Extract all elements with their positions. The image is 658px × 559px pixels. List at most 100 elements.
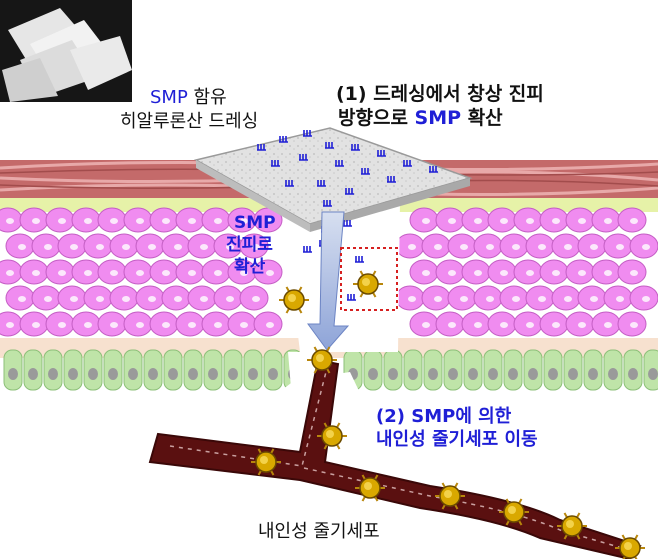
smp-molecule-icon (299, 154, 308, 161)
pink-cell (525, 233, 555, 259)
stem-cell-icon (307, 346, 337, 374)
pink-cell (45, 207, 75, 233)
pink-cell (83, 285, 113, 311)
pink-cell (487, 311, 517, 337)
pink-cell (175, 259, 205, 285)
dressing-label-line1: SMP 함유 (150, 87, 227, 109)
dressing-label-line2: 히알루론산 드레싱 (120, 111, 259, 132)
pink-cell (5, 285, 35, 311)
pink-cell (0, 311, 23, 337)
smp-molecule-icon (361, 168, 370, 175)
pink-cell (0, 259, 23, 285)
pink-cell (617, 207, 647, 233)
pink-cell (149, 259, 179, 285)
green-cell (523, 349, 543, 391)
pink-cell (71, 311, 101, 337)
pink-cell (629, 233, 658, 259)
pink-cell (395, 285, 425, 311)
pink-cell (603, 285, 633, 311)
epidermal-cells (0, 207, 658, 337)
pink-cell (123, 259, 153, 285)
pink-cell (461, 259, 491, 285)
green-cell (223, 349, 243, 391)
green-cell (383, 349, 403, 391)
green-cell (563, 349, 583, 391)
pink-cell (161, 285, 191, 311)
pink-cell (409, 311, 439, 337)
step2-label-abbr: SMP (411, 406, 456, 427)
diffusion-arrow-icon (307, 211, 350, 351)
pink-cell (525, 285, 555, 311)
pink-cell (239, 233, 269, 259)
smp-molecule-icon (343, 220, 352, 227)
highlight-box (340, 247, 398, 311)
pink-cell (591, 259, 621, 285)
step1-label-pre: 방향으로 (338, 107, 415, 129)
pink-cell (421, 285, 451, 311)
smp-molecules (257, 130, 438, 301)
pink-cell (97, 259, 127, 285)
pink-cell (187, 233, 217, 259)
green-cell (203, 349, 223, 391)
pink-cell (253, 311, 283, 337)
smp-molecule-icon (285, 180, 294, 187)
pink-cell (135, 285, 165, 311)
green-cell (423, 349, 443, 391)
pink-cell (461, 311, 491, 337)
green-cell (243, 349, 263, 391)
dressing-photo-icon (0, 0, 132, 102)
pink-cell (31, 233, 61, 259)
green-cell (603, 349, 623, 391)
pink-cell (97, 311, 127, 337)
smp-molecule-icon (387, 176, 396, 183)
stem-cell-icon (435, 482, 465, 510)
green-cell (643, 349, 658, 391)
green-cell (543, 349, 563, 391)
pink-cell (187, 285, 217, 311)
smp-molecule-icon (347, 294, 356, 301)
pink-cell (19, 311, 49, 337)
pink-cell (71, 259, 101, 285)
smp-molecule-icon (355, 256, 364, 263)
pink-cell (161, 233, 191, 259)
green-cell (623, 349, 643, 391)
smp-molecule-icon (303, 130, 312, 137)
pink-cell (109, 233, 139, 259)
pink-cell (19, 207, 49, 233)
stem-cell-icon (353, 270, 383, 298)
pink-cell (539, 207, 569, 233)
step2-label-line2: 내인성 줄기세포 이동 (376, 429, 538, 450)
pink-cell (473, 285, 503, 311)
smp-molecule-icon (335, 160, 344, 167)
pink-cell (253, 259, 283, 285)
green-cell (443, 349, 463, 391)
pink-cell (19, 259, 49, 285)
green-cell-row (3, 349, 658, 391)
green-cell (483, 349, 503, 391)
green-cell (123, 349, 143, 391)
pink-cell (435, 311, 465, 337)
diffusion-label-line1: SMP (234, 213, 276, 233)
green-cell (363, 349, 383, 391)
smp-molecule-icon (317, 180, 326, 187)
smp-molecule-icon (377, 150, 386, 157)
smp-molecule-icon (323, 200, 332, 207)
smp-molecule-icon (403, 160, 412, 167)
smp-molecule-icon (279, 136, 288, 143)
green-cell (403, 349, 423, 391)
pink-cell (539, 311, 569, 337)
pink-cell (487, 259, 517, 285)
pink-cell (57, 285, 87, 311)
pink-cell (45, 311, 75, 337)
green-cell (583, 349, 603, 391)
pink-cell (617, 311, 647, 337)
pink-cell (213, 285, 243, 311)
stem-cells (251, 270, 645, 559)
green-cell (503, 349, 523, 391)
pink-cell (435, 259, 465, 285)
smp-molecule-icon (325, 142, 334, 149)
pink-cell (57, 233, 87, 259)
step2-label-line1: (2) SMP에 의한 (376, 406, 511, 428)
diffusion-label-line2: 진피로 (226, 235, 273, 255)
pink-cell (551, 285, 581, 311)
